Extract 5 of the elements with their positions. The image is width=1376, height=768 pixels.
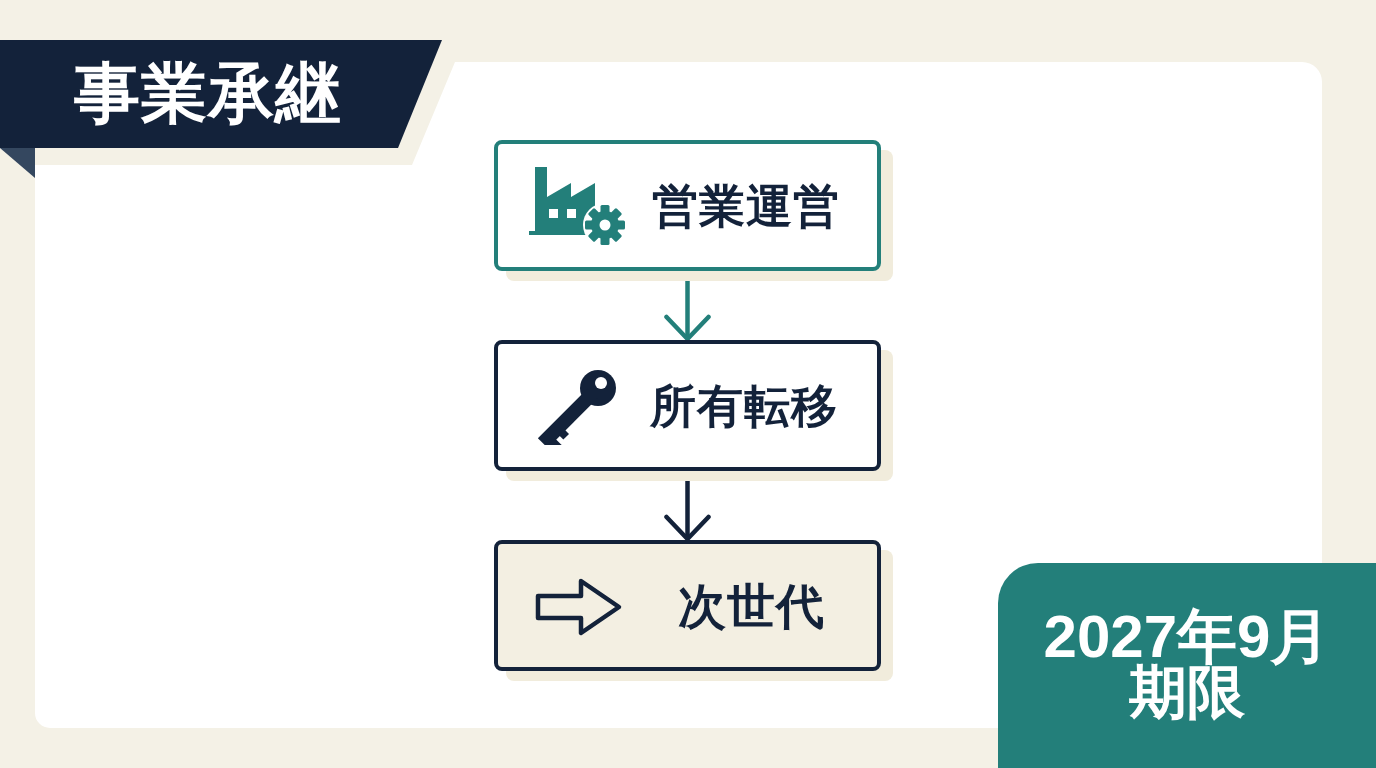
node-label: 営業運営	[652, 180, 840, 231]
deadline-box	[998, 563, 1376, 768]
node-label: 所有転移	[650, 380, 838, 431]
title-banner: 事業承継	[0, 40, 442, 148]
node-label: 次世代	[678, 579, 825, 632]
